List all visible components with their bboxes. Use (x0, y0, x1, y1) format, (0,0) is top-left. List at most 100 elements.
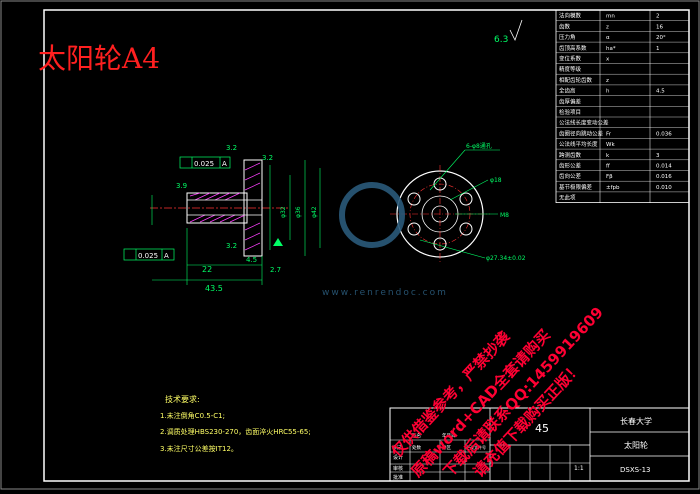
svg-text:A: A (164, 252, 169, 260)
svg-text:批准: 批准 (393, 474, 403, 481)
side-section-view: 43.5 22 4.5 2.7 3.9 φ32 φ36 φ42 0.025 A … (123, 144, 321, 293)
tolerance-frame-left: 0.025 A (123, 248, 175, 261)
svg-text:标记: 标记 (392, 444, 401, 451)
bore-label: M8 (500, 212, 509, 219)
material-label: 45 (535, 422, 549, 435)
center-hole-label: φ18 (490, 177, 502, 184)
param-row-label: 齿厚偏差 (559, 97, 582, 105)
section-hatching (189, 162, 261, 251)
param-row-symbol: Wk (606, 142, 615, 148)
svg-text:A: A (222, 160, 227, 168)
dim-step: 4.5 (246, 256, 257, 264)
pcd-label: φ27.34±0.02 (486, 255, 526, 262)
param-row-label: 齿顶高系数 (559, 44, 587, 52)
dim-left: 22 (202, 265, 212, 274)
site-logo-watermark: www.renrendoc.com (322, 182, 446, 298)
drawing-frame (43, 9, 690, 482)
param-row-value: 16 (656, 24, 663, 30)
drawing-code-label: DSXS-13 (620, 466, 651, 474)
svg-text:年月日: 年月日 (442, 432, 456, 439)
dim-dia2: φ36 (295, 206, 302, 218)
param-row-value: 0.014 (656, 164, 672, 170)
general-roughness-symbol: 6.3 (494, 19, 523, 45)
scale-label: 1:1 (574, 465, 584, 472)
param-row-symbol: z (606, 78, 609, 84)
param-row-symbol: Fβ (606, 174, 613, 180)
param-row-label: 齿圈径向跳动公差 (559, 129, 604, 137)
param-row-symbol: k (606, 153, 610, 159)
param-row-label: 法向模数 (559, 12, 582, 20)
param-row-label: 公法线平均长度 (559, 140, 598, 148)
svg-text:处数: 处数 (412, 444, 421, 451)
svg-text:签名: 签名 (412, 432, 421, 439)
param-row-value: 0.010 (656, 185, 672, 191)
dim-dia1: φ32 (280, 206, 287, 218)
param-row-label: 无此项 (559, 194, 576, 202)
bolt-circle-label: 6-φ8通孔 (466, 142, 492, 150)
param-row-label: 齿形公差 (559, 162, 582, 170)
bolt-hole (407, 192, 421, 206)
svg-text:审核: 审核 (393, 465, 403, 472)
bolt-hole (433, 177, 447, 191)
tech-heading: 技术要求: (165, 394, 200, 404)
watermark-overlay: 仅供借鉴参考，严禁抄袭 原稿word+CAD全套请购买 下载后请联系QQ:145… (387, 303, 607, 480)
title-block: 45 长春大学 太阳轮 DSXS-13 1:1 设计 审核 批准 标记 处数 分… (389, 407, 690, 482)
param-row-symbol: mn (606, 14, 615, 20)
param-row-symbol: Fr (606, 131, 612, 137)
svg-text:0.025: 0.025 (194, 160, 214, 168)
roughness-mark-3: 3.2 (226, 144, 237, 152)
bolt-hole (459, 222, 473, 236)
param-row-label: 变位系数 (559, 55, 582, 63)
bolt-holes (407, 177, 473, 251)
svg-text:分区: 分区 (442, 444, 451, 451)
param-row-value: 0.016 (656, 174, 672, 180)
dim-dia3: φ42 (311, 206, 318, 218)
param-row-symbol: α (606, 35, 610, 41)
param-row-label: 精度等级 (559, 65, 582, 73)
gear-parameter-table: 法向模数 mn 2 齿数 z 16 压力角 α 20° 齿顶高系数 ha* 1 变位系数 x 精度等级相配齿… (555, 9, 690, 204)
hub-outline (186, 192, 248, 224)
param-row-symbol: ±fpb (606, 185, 620, 191)
param-row-value: 3 (656, 153, 660, 159)
side-dimension-lines (151, 160, 321, 285)
drawing-title: 太阳轮A4 (38, 42, 160, 75)
dim-chamfer: 3.9 (176, 182, 187, 190)
param-row-label: 全齿高 (559, 87, 576, 95)
part-name-label: 太阳轮 (624, 440, 648, 450)
param-row-symbol: z (606, 24, 609, 30)
dim-mid: 2.7 (270, 266, 281, 274)
param-row-value: 2 (656, 14, 660, 20)
svg-text:设计: 设计 (393, 454, 403, 461)
param-row-label: 检验项目 (559, 108, 581, 116)
param-row-symbol: ha* (606, 46, 616, 52)
svg-text:更改文件号: 更改文件号 (466, 444, 486, 450)
bolt-hole (459, 192, 473, 206)
param-row-value: 1 (656, 46, 660, 52)
param-row-value: 20° (656, 35, 666, 41)
param-row-label: 齿向公差 (559, 172, 582, 180)
roughness-mark-4: 3.2 (226, 242, 237, 250)
param-row-label: 相配齿轮齿数 (559, 76, 593, 84)
tech-item-2: 2.调质处理HBS230-270，齿面淬火HRC55-65; (160, 427, 311, 436)
param-row-value: 0.036 (656, 131, 672, 137)
param-row-label: 基节极限偏差 (559, 183, 593, 191)
param-row-label: 压力角 (559, 33, 576, 41)
organization-label: 长春大学 (620, 416, 652, 426)
dim-overall: 43.5 (205, 284, 223, 293)
technical-requirements: 技术要求: 1.未注倒角C0.5-C1; 2.调质处理HBS230-270，齿面… (160, 394, 311, 453)
param-row-symbol: x (606, 57, 610, 63)
tech-item-1: 1.未注倒角C0.5-C1; (160, 411, 225, 420)
gear-rim-outline (243, 159, 263, 257)
param-row-label: 齿数 (559, 22, 571, 30)
param-row-label: 跨测齿数 (559, 151, 582, 159)
param-row-label: 公法线长度变动公差 (559, 119, 609, 127)
bolt-hole (407, 222, 421, 236)
tolerance-frame-top: 0.025 A (179, 156, 231, 169)
datum-triangle-a (273, 238, 283, 246)
param-row-symbol: ff (606, 164, 610, 170)
param-row-symbol: h (606, 89, 610, 95)
tech-item-3: 3.未注尺寸公差按IT12。 (160, 444, 238, 453)
